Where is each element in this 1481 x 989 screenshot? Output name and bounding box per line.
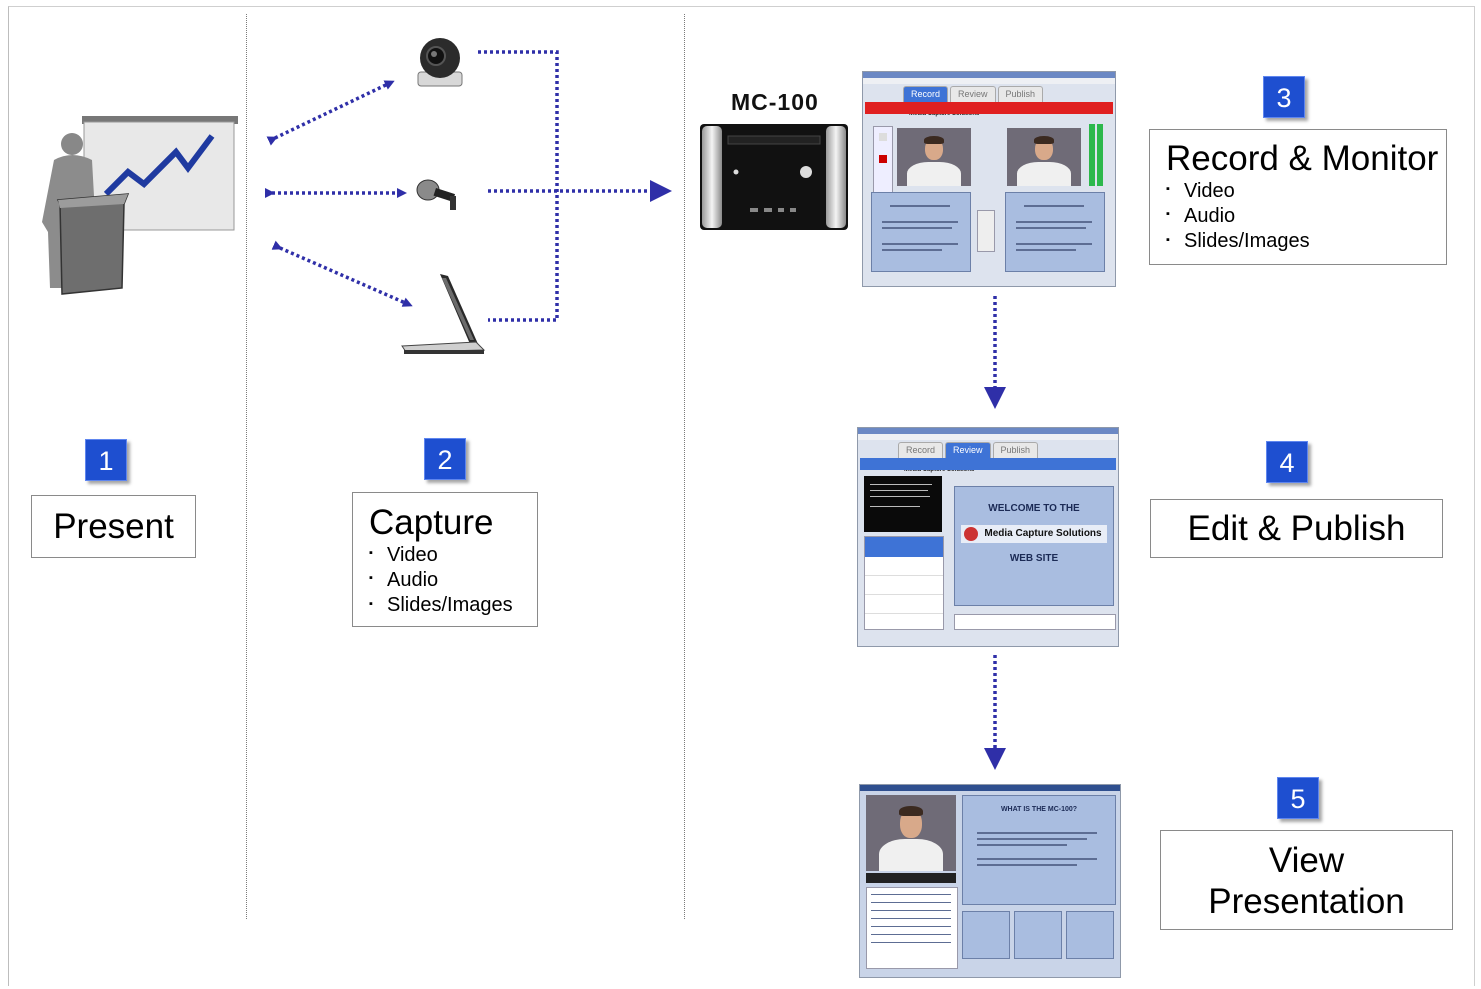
thumb-slide-1	[962, 911, 1010, 959]
player-controls	[954, 614, 1116, 630]
step-3-title: Record & Monitor	[1166, 139, 1439, 178]
step-3-item: Slides/Images	[1166, 229, 1446, 254]
step-2-title: Capture	[369, 503, 494, 542]
thumb-slide-3	[1066, 911, 1114, 959]
step-2-badge: 2	[424, 438, 466, 480]
slide-panel-1	[871, 192, 971, 272]
audio-meter-right	[1097, 124, 1103, 186]
step-2-item: Slides/Images	[369, 593, 537, 618]
main-slide: WHAT IS THE MC-100?	[962, 795, 1116, 905]
welcome-brand-strip: Media Capture Solutions	[961, 525, 1107, 543]
chapter-list	[866, 887, 958, 969]
ptz-camera-icon	[417, 38, 463, 87]
tab-record: Record	[903, 86, 949, 102]
step-3-item: Video	[1166, 179, 1446, 204]
step-3-badge: 3	[1263, 76, 1305, 118]
video-controls	[866, 873, 956, 883]
tab-publish: Publish	[997, 86, 1044, 102]
chapter-list	[864, 536, 944, 630]
welcome-line-3: WEB SITE	[1009, 553, 1059, 564]
welcome-line-2: Media Capture Solutions	[984, 528, 1102, 539]
slide-nav	[977, 210, 995, 252]
brand-logo: Media Capture Solutions	[909, 111, 980, 117]
tab-review: Review	[945, 442, 991, 458]
tab-record: Record	[898, 442, 944, 458]
welcome-slide: WELCOME TO THE Media Capture Solutions W…	[954, 486, 1114, 606]
microphone-icon	[416, 179, 456, 210]
tab-review: Review	[950, 86, 996, 102]
audio-meter-left	[1089, 124, 1095, 186]
diagram-frame	[8, 6, 1475, 986]
device-label: MC-100	[731, 89, 819, 115]
presentation-video	[866, 795, 956, 871]
separator-1	[246, 14, 247, 919]
arrow-present-camera	[266, 80, 395, 146]
step-3-list: Video Audio Slides/Images	[1166, 179, 1446, 255]
step-5-title-line-2: Presentation	[1208, 882, 1405, 921]
step-1-badge: 1	[85, 439, 127, 481]
thumb-slide-2	[1014, 911, 1062, 959]
step-2-box: Capture Video Audio Slides/Images	[352, 492, 538, 627]
brand-logo: Media Capture Solutions	[904, 467, 975, 473]
step-3-item: Audio	[1166, 204, 1446, 229]
step-1-title: Present	[53, 507, 174, 546]
record-controls	[873, 126, 893, 198]
video-preview-1	[897, 128, 971, 186]
review-bar	[860, 458, 1116, 470]
video-preview-2	[1007, 128, 1081, 186]
presenter-podium-icon	[42, 116, 238, 295]
step-1-box: Present	[31, 495, 196, 558]
notes-pane	[864, 476, 942, 532]
laptop-icon	[401, 274, 486, 354]
camera-to-bracket	[478, 50, 559, 322]
slide-panel-2	[1005, 192, 1105, 272]
step-4-badge: 4	[1266, 441, 1308, 483]
tab-publish: Publish	[992, 442, 1039, 458]
separator-2	[684, 14, 685, 919]
step-4-box: Edit & Publish	[1150, 499, 1443, 558]
step-2-list: Video Audio Slides/Images	[369, 543, 537, 619]
step-3-box: Record & Monitor Video Audio Slides/Imag…	[1149, 129, 1447, 265]
step-5-title-line-1: View	[1268, 841, 1345, 880]
step-2-item: Audio	[369, 568, 537, 593]
step-5-box: View Presentation	[1160, 830, 1453, 930]
mc100-device-icon	[700, 124, 848, 230]
slide-heading: WHAT IS THE MC-100?	[1000, 806, 1078, 813]
step-4-title: Edit & Publish	[1187, 509, 1406, 548]
record-bar	[865, 102, 1113, 114]
view-screenshot: WHAT IS THE MC-100?	[859, 784, 1121, 978]
step-2-item: Video	[369, 543, 537, 568]
step-5-title: View Presentation	[1161, 831, 1452, 922]
arrow-present-laptop	[271, 240, 413, 307]
welcome-line-1: WELCOME TO THE	[988, 503, 1080, 514]
step-5-badge: 5	[1277, 777, 1319, 819]
